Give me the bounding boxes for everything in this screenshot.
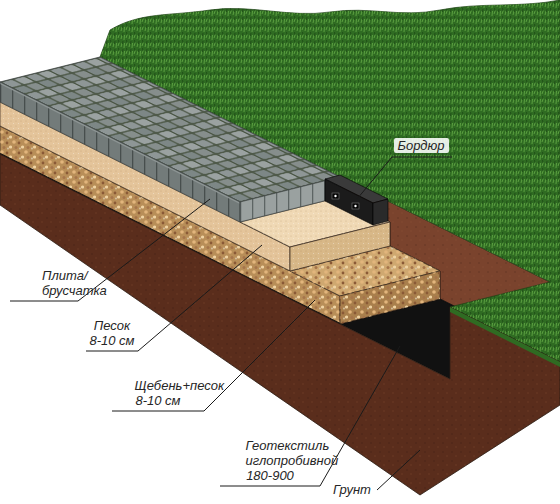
lawn-edge bbox=[450, 307, 560, 367]
soil-texture bbox=[0, 154, 560, 495]
layer-label: Бордюр bbox=[394, 138, 449, 153]
curb-anchor bbox=[332, 193, 339, 199]
leader-line bbox=[377, 450, 420, 490]
layer-label: Грунт bbox=[333, 482, 372, 497]
sand-texture bbox=[290, 222, 390, 271]
gravel-end bbox=[340, 271, 440, 324]
sand-end bbox=[290, 222, 390, 271]
soil bbox=[0, 154, 560, 495]
curb-anchor bbox=[352, 203, 359, 209]
gravel-texture bbox=[340, 271, 440, 324]
layer-label: Плита/ брусчатка bbox=[42, 268, 44, 298]
layer-label: Песок 8-10 см bbox=[89, 318, 136, 348]
curb-anchor-dot bbox=[354, 205, 356, 207]
leader-line bbox=[220, 346, 400, 486]
leader-line bbox=[10, 199, 210, 301]
layer-label: Щебень+песок 8-10 см bbox=[135, 378, 182, 408]
leader-line bbox=[357, 157, 452, 199]
layer-label: Геотекстиль иглопробивной 180-900 bbox=[246, 438, 295, 483]
curb-front bbox=[325, 179, 373, 225]
curb-end bbox=[373, 199, 388, 225]
leader-line bbox=[112, 300, 315, 411]
curb-anchor-dot bbox=[334, 195, 336, 197]
leader-line bbox=[86, 245, 262, 351]
